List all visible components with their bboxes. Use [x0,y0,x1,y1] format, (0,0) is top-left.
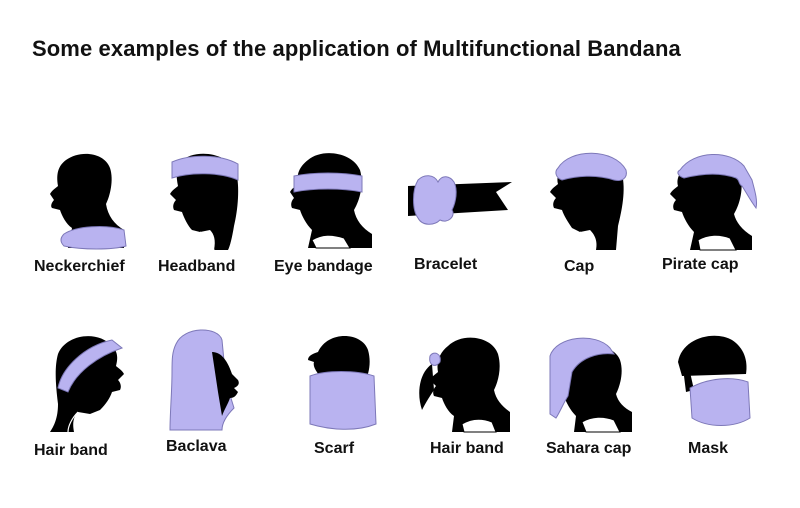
label-hair-band-2: Hair band [430,440,504,457]
hair-band-ponytail-icon [419,337,510,433]
cap-icon [550,152,627,251]
label-bracelet: Bracelet [414,256,478,273]
sahara-cap-icon [549,337,632,433]
headband-icon [170,153,239,251]
item-scarf: Scarf [296,332,420,462]
eye-bandage-icon [290,153,372,249]
label-hair-band: Hair band [34,442,108,459]
item-eye-bandage: Eye bandage [272,150,396,280]
item-mask: Mask [668,332,792,462]
item-cap: Cap [534,150,658,280]
item-neckerchief: Neckerchief [28,150,152,280]
pirate-cap-icon [670,154,757,251]
mask-icon [678,335,751,426]
label-scarf: Scarf [314,440,355,457]
page-title: Some examples of the application of Mult… [32,36,681,61]
label-headband: Headband [158,258,236,275]
label-eye-bandage: Eye bandage [274,258,373,275]
item-pirate-cap: Pirate cap [660,150,784,280]
hair-band-icon [50,336,124,433]
bracelet-icon [408,175,512,225]
label-neckerchief: Neckerchief [34,258,125,275]
item-headband: Headband [150,150,274,280]
label-pirate-cap: Pirate cap [662,256,739,273]
item-hair-band-2: Hair band [412,332,536,462]
label-cap: Cap [564,258,595,275]
item-sahara-cap: Sahara cap [540,332,664,462]
label-baclava: Baclava [166,438,227,455]
item-hair-band: Hair band [28,332,152,462]
neckerchief-icon [50,153,127,250]
baclava-icon [169,329,239,431]
scarf-icon [308,336,377,430]
label-sahara-cap: Sahara cap [546,440,632,457]
item-baclava: Baclava [156,329,280,462]
item-bracelet: Bracelet [400,150,524,280]
label-mask: Mask [688,440,729,457]
